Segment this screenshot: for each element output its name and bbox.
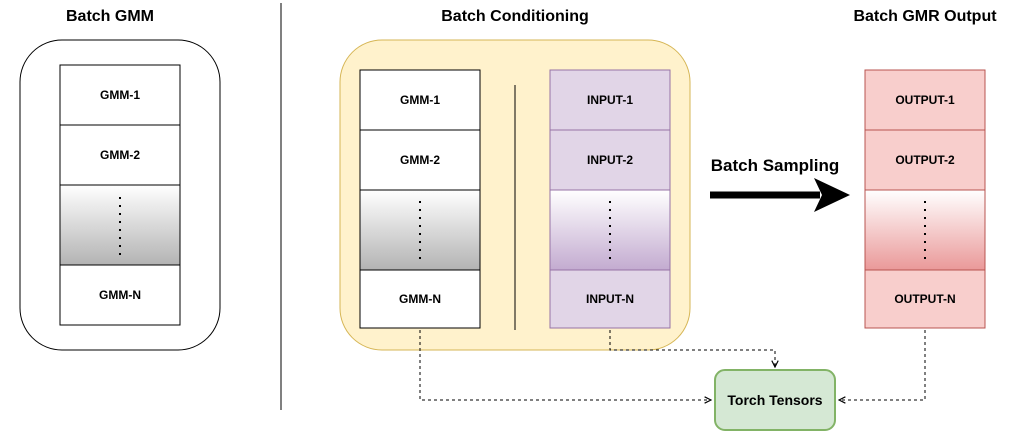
input-cell-2	[549, 129, 671, 191]
batch-sampling-label: Batch Sampling	[711, 156, 839, 175]
connector-gmm-to-tensors	[419, 330, 711, 400]
output-cell-1-label: OUTPUT-1	[895, 93, 955, 107]
title-batch-gmr-output: Batch GMR Output	[853, 8, 997, 25]
input-cell-n	[549, 269, 671, 329]
conditioning-gmm-cell-1	[359, 69, 481, 131]
batch-gmm-cell-2-label: GMM-2	[100, 148, 140, 162]
conditioning-gmm-cell-2-label: GMM-2	[400, 153, 440, 167]
connector-input-to-tensors	[609, 330, 775, 367]
connector-output-to-tensors	[839, 330, 926, 400]
output-stack: OUTPUT-1 OUTPUT-2 OUTPUT-N	[864, 69, 986, 329]
input-cell-1-label: INPUT-1	[587, 93, 633, 107]
conditioning-gmm-cell-n	[359, 269, 481, 329]
batch-gmm-cell-1-label: GMM-1	[100, 88, 140, 102]
conditioning-input-stack: INPUT-1 INPUT-2 INPUT-N	[549, 69, 671, 329]
output-cell-2-label: OUTPUT-2	[895, 153, 955, 167]
conditioning-gmm-cell-1-label: GMM-1	[400, 93, 440, 107]
input-cell-n-label: INPUT-N	[586, 292, 634, 306]
title-batch-conditioning: Batch Conditioning	[441, 8, 589, 25]
batch-gmm-cell-1	[59, 64, 181, 126]
conditioning-gmm-stack: GMM-1 GMM-2 GMM-N	[359, 69, 481, 329]
batch-sampling-arrow	[710, 178, 850, 212]
conditioning-gmm-cell-n-label: GMM-N	[399, 292, 441, 306]
batch-gmm-stack: GMM-1 GMM-2 GMM-N	[59, 64, 181, 326]
batch-gmm-cell-n-label: GMM-N	[99, 288, 141, 302]
output-cell-2	[864, 129, 986, 191]
output-cell-n	[864, 269, 986, 329]
input-cell-1	[549, 69, 671, 131]
input-ellipsis-cell	[549, 189, 671, 271]
input-cell-2-label: INPUT-2	[587, 153, 633, 167]
title-batch-gmm: Batch GMM	[66, 8, 154, 25]
torch-tensors-box	[714, 369, 836, 431]
batch-gmm-cell-n	[59, 264, 181, 326]
output-cell-n-label: OUTPUT-N	[894, 292, 955, 306]
torch-tensors-label: Torch Tensors	[727, 392, 822, 408]
